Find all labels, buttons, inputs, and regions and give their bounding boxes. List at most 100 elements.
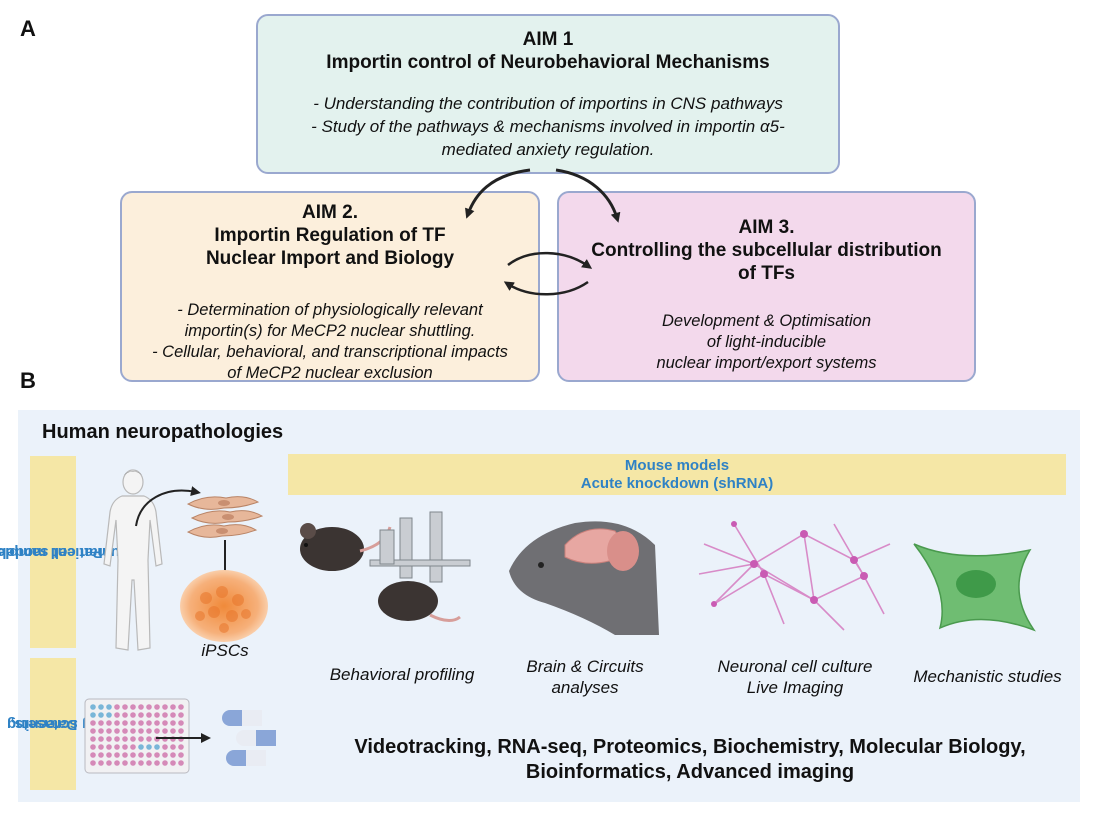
- plate-well: [90, 752, 96, 758]
- aim2-bullet: - Cellular, behavioral, and transcriptio…: [152, 343, 508, 361]
- plate-well: [114, 720, 120, 726]
- aim-arrows: [465, 168, 621, 296]
- arrow-aim1-to-aim2: [465, 168, 531, 219]
- plate-well: [122, 736, 128, 742]
- caption-line: Neuronal cell culture: [717, 657, 873, 676]
- arrow-human-to-cells: [135, 486, 201, 527]
- stereotaxic-frame-icon: [369, 511, 471, 583]
- plate-well: [90, 760, 96, 766]
- plate-well: [114, 744, 120, 750]
- aim1-title: AIM 1 Importin control of Neurobehaviora…: [258, 28, 838, 74]
- plate-well: [178, 728, 184, 734]
- techniques-line: Videotracking, RNA-seq, Proteomics, Bioc…: [354, 736, 1026, 758]
- plate-well: [162, 752, 168, 758]
- aim2-bullet: importin(s) for MeCP2 nuclear shuttling.: [184, 322, 476, 340]
- plate-well: [178, 712, 184, 718]
- plate-well: [138, 760, 144, 766]
- plate-well: [162, 720, 168, 726]
- ipsc-colony-icon: [180, 570, 268, 642]
- neuron-network-icon: [698, 521, 891, 631]
- plate-well: [98, 720, 104, 726]
- caption-line: Live Imaging: [746, 678, 844, 697]
- plate-well: [170, 704, 176, 710]
- caption-brain: Brain & Circuits analyses: [500, 656, 670, 698]
- aim2-box: AIM 2. Importin Regulation of TF Nuclear…: [120, 191, 540, 382]
- plate-well: [122, 760, 128, 766]
- plate-well: [154, 728, 160, 734]
- plate-well: [146, 704, 152, 710]
- plate-well: [146, 744, 152, 750]
- aim1-title-line: Importin control of Neurobehavioral Mech…: [326, 52, 770, 73]
- plate-well: [178, 744, 184, 750]
- plate-well: [178, 720, 184, 726]
- plate-well: [162, 728, 168, 734]
- aim3-body-line: Development & Optimisation: [661, 312, 872, 330]
- plate-well: [162, 744, 168, 750]
- plate-well: [114, 704, 120, 710]
- aim3-box: AIM 3. Controlling the subcellular distr…: [557, 191, 976, 382]
- plate-well: [170, 728, 176, 734]
- plate-well: [162, 760, 168, 766]
- plate-well: [170, 752, 176, 758]
- plate-well: [106, 704, 112, 710]
- plate-well: [154, 752, 160, 758]
- arrow-aim1-to-aim3: [555, 168, 621, 223]
- plate-well: [114, 736, 120, 742]
- human-figure-icon: [103, 469, 163, 651]
- plate-well: [114, 752, 120, 758]
- aim3-title-line: Controlling the subcellular distribution: [591, 240, 942, 261]
- plate-well: [98, 728, 104, 734]
- plate-well: [170, 720, 176, 726]
- aim2-title: AIM 2. Importin Regulation of TF Nuclear…: [122, 201, 538, 270]
- mouse-banner-line: Acute knockdown (shRNA): [580, 475, 774, 492]
- plate-well: [98, 752, 104, 758]
- plate-well: [114, 728, 120, 734]
- plate-well: [106, 744, 112, 750]
- aim2-title-line: Importin Regulation of TF: [214, 225, 446, 246]
- ipsc-label: iPSCs: [201, 641, 249, 660]
- aim1-body: - Understanding the contribution of impo…: [258, 92, 838, 161]
- plate-well: [170, 712, 176, 718]
- plate-well: [98, 712, 104, 718]
- plate-well: [98, 760, 104, 766]
- plate-well: [138, 728, 144, 734]
- aim2-bullet: of MeCP2 nuclear exclusion: [227, 364, 433, 382]
- arrow-aim3-to-aim2: [503, 280, 589, 296]
- plate-well: [146, 720, 152, 726]
- plate-well: [178, 752, 184, 758]
- aim1-title-line: AIM 1: [522, 29, 574, 50]
- aim3-body-line: of light-inducible: [706, 333, 827, 351]
- plate-well: [122, 712, 128, 718]
- plate-well: [130, 728, 136, 734]
- plate-well: [90, 736, 96, 742]
- caption-mechanistic: Mechanistic studies: [913, 667, 1062, 686]
- plate-well: [90, 744, 96, 750]
- caption-neuronal: Neuronal cell culture Live Imaging: [700, 656, 890, 698]
- plate-well: [106, 752, 112, 758]
- mouse-brain-icon: [509, 521, 659, 635]
- plate-well: [130, 704, 136, 710]
- plate-well: [146, 736, 152, 742]
- plate-well: [146, 752, 152, 758]
- plate-well: [106, 728, 112, 734]
- plate-well: [178, 704, 184, 710]
- aim1-bullet: mediated anxiety regulation.: [441, 140, 655, 159]
- techniques-line: Bioinformatics, Advanced imaging: [525, 761, 855, 783]
- aim2-title-line: AIM 2.: [302, 202, 358, 223]
- techniques-text: Videotracking, RNA-seq, Proteomics, Bioc…: [300, 735, 1080, 785]
- plate-well: [154, 704, 160, 710]
- plate-well: [122, 720, 128, 726]
- caption-line: Brain & Circuits: [526, 657, 644, 676]
- mouse-banner-line: Mouse models: [624, 457, 730, 474]
- plate-well: [138, 704, 144, 710]
- aim2-bullet: - Determination of physiologically relev…: [177, 301, 483, 319]
- plate-well: [130, 752, 136, 758]
- plate-well: [154, 760, 160, 766]
- plate-well: [90, 728, 96, 734]
- aim2-title-line: Nuclear Import and Biology: [205, 248, 455, 269]
- panel-b-label: B: [20, 368, 36, 393]
- plate-well: [122, 728, 128, 734]
- side-tab-datasets: Datasets, Drug screening: [7, 658, 117, 790]
- plate-well: [106, 712, 112, 718]
- aim1-box: AIM 1 Importin control of Neurobehaviora…: [256, 14, 840, 174]
